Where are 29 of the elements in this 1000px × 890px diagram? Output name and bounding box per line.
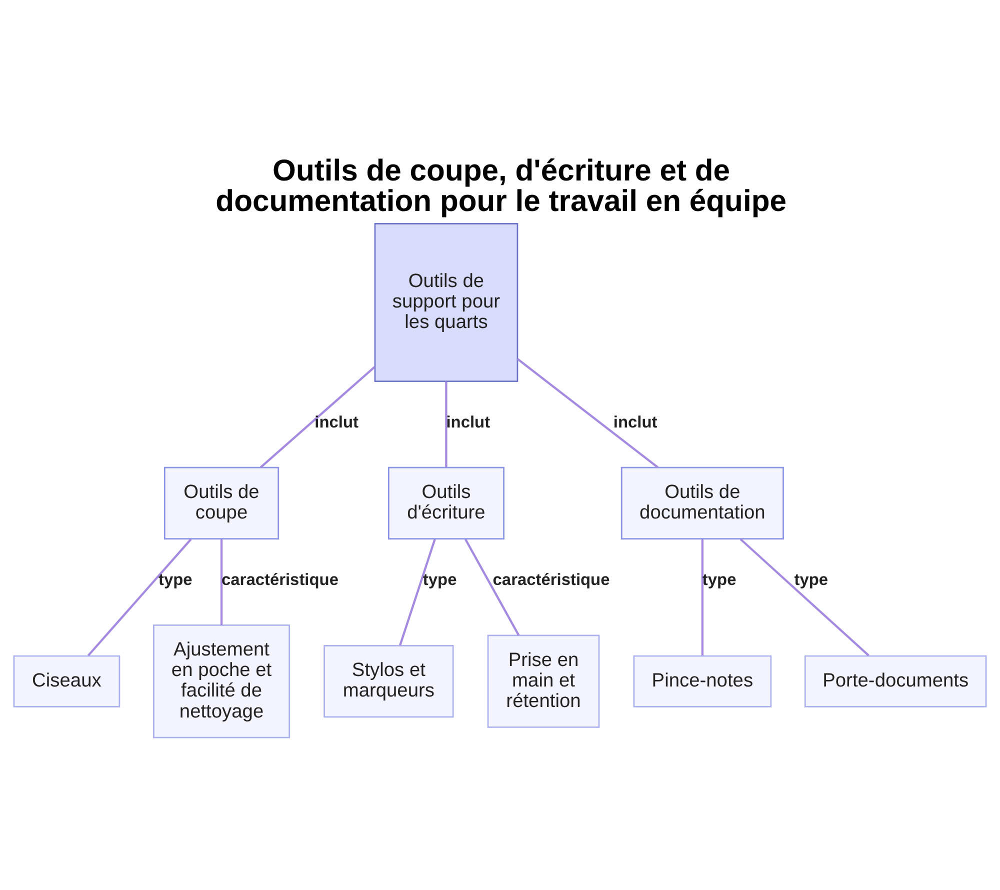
connector	[701, 539, 704, 656]
diagram-title: Outils de coupe, d'écriture et de documentation pour le travail en équipe	[216, 154, 786, 218]
node-box: Pince-notes	[633, 655, 772, 708]
edge-label: inclut	[314, 413, 359, 432]
node-box: Outils de documentation	[620, 466, 784, 540]
connector	[87, 538, 192, 656]
edge-label: inclut	[613, 413, 658, 432]
edge-label: type	[158, 570, 192, 589]
node-box: Stylos et marqueurs	[324, 645, 454, 718]
node-box: Porte-documents	[804, 655, 987, 708]
node-box: Prise en main et rétention	[487, 634, 600, 728]
connector	[398, 538, 436, 646]
connector	[220, 539, 223, 626]
node-box: Outils de support pour les quarts	[374, 223, 518, 382]
node-box: Outils d'écriture	[388, 466, 504, 540]
connector	[516, 358, 659, 468]
connector	[445, 382, 448, 468]
node-box: Ciseaux	[13, 655, 120, 708]
edge-label: type	[794, 570, 828, 589]
edge-label: inclut	[446, 413, 490, 432]
edge-label: caractéristique	[222, 570, 338, 589]
node-box: Outils de coupe	[164, 466, 280, 540]
node-box: Ajustement en poche et facilité de nettoyage	[153, 624, 290, 738]
edge-label: caractéristique	[492, 570, 610, 589]
edge-label: type	[422, 570, 457, 589]
connector	[740, 538, 870, 656]
edge-label: type	[702, 570, 736, 589]
connector	[260, 366, 376, 468]
connector	[464, 538, 520, 636]
